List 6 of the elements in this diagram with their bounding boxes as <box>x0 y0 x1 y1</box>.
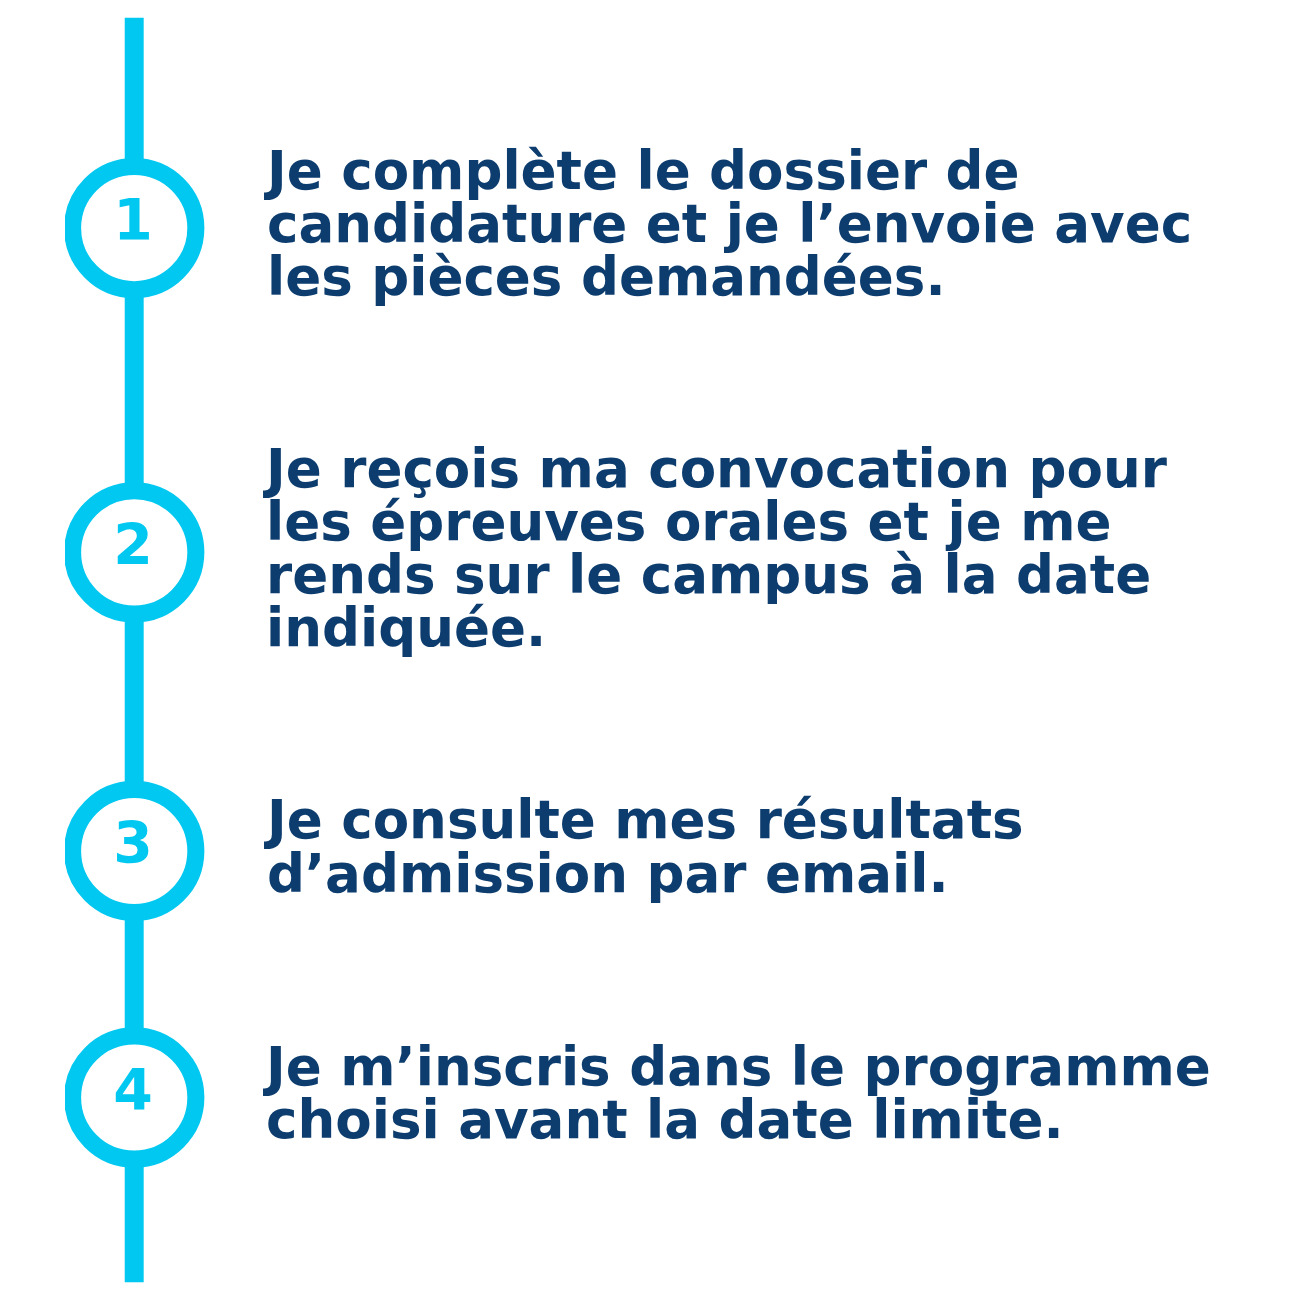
node-label: Je complète le dossier de candidature et je l’envoie avec les pièces demandées. <box>266 140 1193 309</box>
node-label: Je consulte mes résultats d’admission par email. <box>266 789 1024 905</box>
node-circle: 4 <box>65 1027 205 1168</box>
node-circle: 3 <box>65 780 205 922</box>
node-circle: 2 <box>65 482 205 623</box>
node-circle: 1 <box>65 157 205 299</box>
